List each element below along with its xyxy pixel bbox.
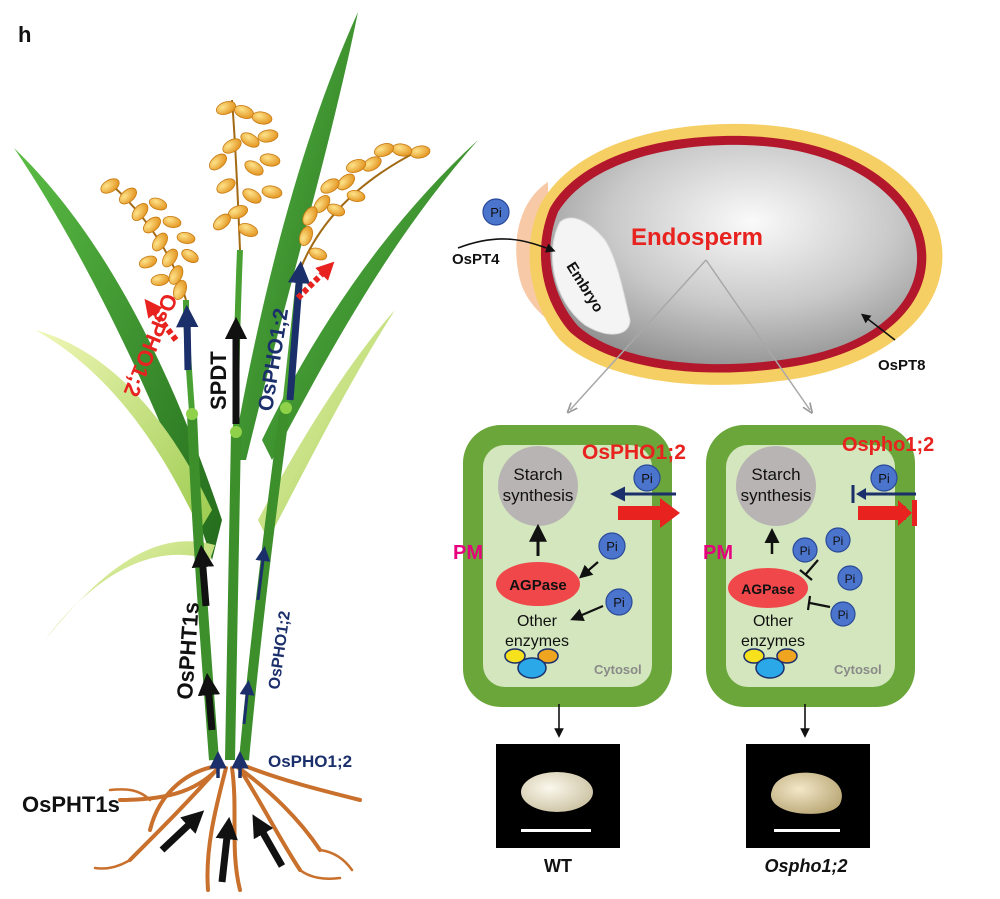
arrow-pi-to-agpase-wt <box>579 561 599 579</box>
pi-label-wt-low: Pi <box>613 595 625 610</box>
arrow-panicle-right-navy <box>286 260 311 401</box>
arrow-pi-to-enzymes-wt <box>570 604 604 621</box>
pi-label-seed: Pi <box>490 205 502 220</box>
arrow-root-uptake-2 <box>215 816 238 883</box>
pi-label-mutant-3: Pi <box>845 572 856 586</box>
node-right <box>280 402 292 414</box>
blocked-red-export-tip <box>898 500 912 526</box>
seed-diagram: Endosperm Embryo Pi OsPT4 OsPT8 <box>452 123 943 410</box>
cell-mutant: Ospho1;2 PM Starch synthesis Pi AGPase P… <box>703 425 934 876</box>
grain-mutant <box>770 772 842 814</box>
pi-label-mutant-2: Pi <box>833 534 844 548</box>
panicle-right <box>299 143 431 271</box>
arrow-root-uptake-1 <box>159 810 205 853</box>
arrow-panicle-left-navy <box>176 304 199 371</box>
label-ospt4: OsPT4 <box>452 251 500 268</box>
roots <box>93 762 362 892</box>
stem-right <box>239 407 290 761</box>
other-line1-wt: Other <box>517 613 558 630</box>
pi-circle-mutant-3 <box>837 565 863 591</box>
pi-circle-wt-top <box>633 464 661 492</box>
arrow-red-export-wt <box>618 498 680 528</box>
pi-label-wt-top: Pi <box>641 471 653 486</box>
panicle-left <box>100 178 199 301</box>
arrow-stem-black-lower <box>197 672 221 731</box>
cell-mutant-pm: PM <box>703 542 733 564</box>
starch-line2-mutant: synthesis <box>741 486 812 505</box>
cytosol-label-wt: Cytosol <box>594 662 642 677</box>
seed-endosperm <box>550 144 918 365</box>
cell-wt-title: OsPHO1;2 <box>582 441 686 464</box>
starch-circle-mutant <box>736 446 816 526</box>
label-endosperm: Endosperm <box>631 224 763 251</box>
pi-label-wt-mid: Pi <box>606 539 618 554</box>
pi-label-mutant-4: Pi <box>838 608 849 622</box>
blocked-red-export-bar <box>912 500 917 526</box>
label-pho12-root: OsPHO1;2 <box>268 752 352 771</box>
pi-circle-mutant-top <box>870 464 898 492</box>
node-left <box>186 408 198 420</box>
agpase-wt <box>496 562 580 606</box>
arrow-stem-black-upper <box>191 544 215 607</box>
rice-plant-illustration: OsPHO1;2 SPDT OsPHO1;2 OsPHT1s OsPHO1;2 … <box>14 12 478 892</box>
panel-label: h <box>18 22 31 47</box>
pi-circle-wt-low <box>605 588 633 616</box>
arrow-ospt8 <box>860 313 896 341</box>
pi-label-mutant-top: Pi <box>878 471 890 486</box>
arrow-red-dashed-right <box>295 261 335 301</box>
cell-wt: OsPHO1;2 PM Starch synthesis Pi AGPase P… <box>453 425 686 876</box>
label-ospt8: OsPT8 <box>878 357 926 374</box>
stem-center <box>225 431 241 761</box>
arrow-root-uptake-3 <box>252 814 286 868</box>
pi-circle-seed <box>482 198 510 226</box>
node-center <box>230 426 242 438</box>
starch-circle-wt <box>498 446 578 526</box>
starch-line1-mutant: Starch <box>751 465 800 484</box>
cell-wt-pm: PM <box>453 542 483 564</box>
other-line1-mutant: Other <box>753 613 794 630</box>
inhibition-lines-mutant <box>799 559 831 611</box>
pi-circle-mutant-4 <box>830 601 856 627</box>
grain-label-wt: WT <box>544 856 572 876</box>
arrow-to-wt-cell <box>570 259 707 410</box>
blocked-pi-efflux-head <box>856 488 866 500</box>
seed-embryo <box>551 217 631 335</box>
agpase-label-wt: AGPase <box>509 577 567 594</box>
cytosol-label-mutant: Cytosol <box>834 662 882 677</box>
pi-label-mutant-1: Pi <box>800 544 811 558</box>
panicle-center <box>209 99 283 251</box>
cell-mutant-title: Ospho1;2 <box>842 434 934 456</box>
other-line2-wt: enzymes <box>505 633 569 650</box>
label-ospht1s-stem: OsPHT1s <box>172 601 204 700</box>
arrow-stem-navy-upper <box>255 546 271 601</box>
pi-circle-wt-mid <box>598 532 626 560</box>
grain-wt <box>521 772 593 812</box>
arrow-red-dashed-left <box>144 298 179 342</box>
other-line2-mutant: enzymes <box>741 633 805 650</box>
pi-circle-mutant-1 <box>792 537 818 563</box>
label-pho12-stem: OsPHO1;2 <box>266 610 294 691</box>
scale-bar-wt <box>521 829 591 832</box>
agpase-mutant <box>728 568 808 608</box>
arrow-ospt4 <box>457 238 556 253</box>
pi-circle-mutant-2 <box>825 527 851 553</box>
grain-label-mutant: Ospho1;2 <box>764 856 847 876</box>
arrow-stem-navy-lower <box>239 680 255 725</box>
arrow-to-mutant-cell <box>705 259 810 410</box>
scale-bar-mutant <box>774 829 840 832</box>
enzymes-icon-wt <box>504 648 559 679</box>
starch-line2-wt: synthesis <box>503 486 574 505</box>
label-spdt: SPDT <box>206 351 231 410</box>
starch-line1-wt: Starch <box>513 465 562 484</box>
label-ospht1s-roots: OsPHT1s <box>22 792 120 817</box>
leaf-center-tall <box>232 12 358 460</box>
agpase-label-mutant: AGPase <box>741 581 795 597</box>
enzymes-icon-mutant <box>743 648 798 679</box>
leaf-right-pale <box>258 310 395 540</box>
blocked-red-export-mutant <box>858 506 906 520</box>
